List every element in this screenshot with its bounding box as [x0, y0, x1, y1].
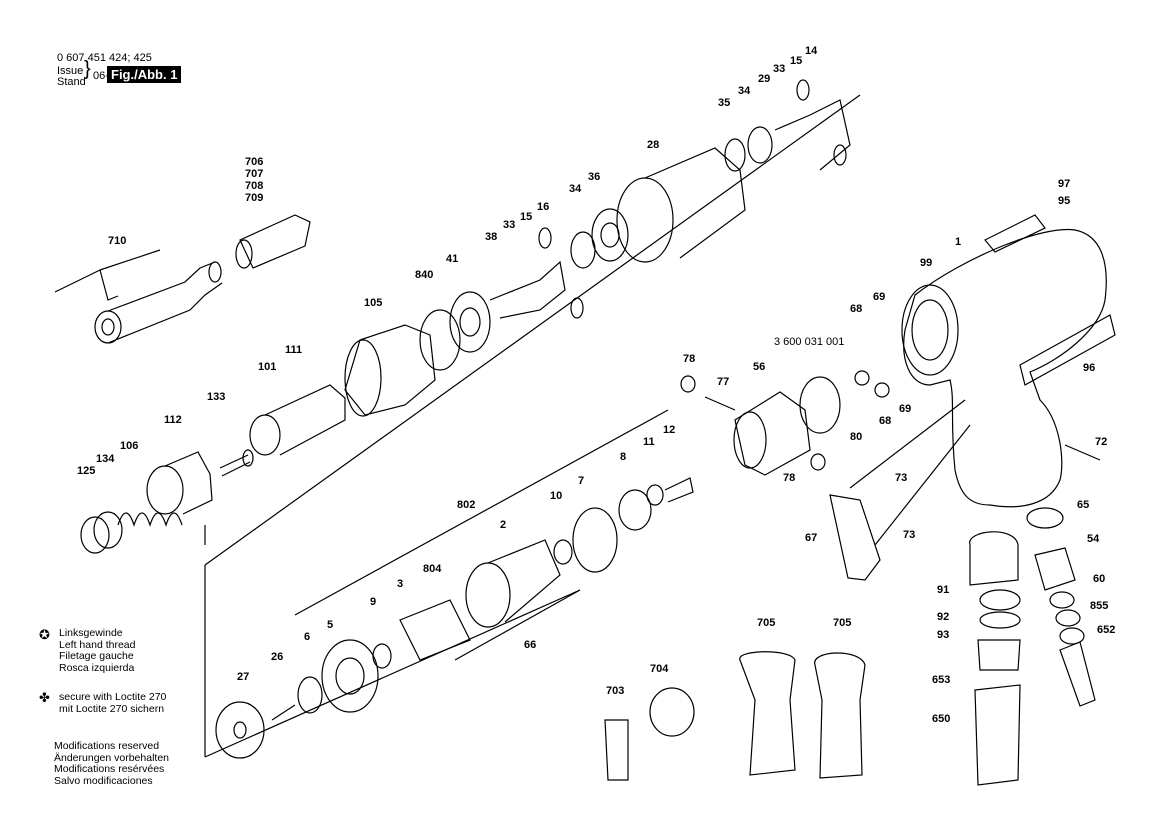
callout: 33 — [773, 63, 785, 75]
callout: 92 — [937, 611, 949, 623]
legend-line: Änderungen vorbehalten — [54, 751, 170, 764]
callout: 34 — [569, 183, 582, 195]
callout: 15 — [790, 55, 802, 67]
callout: 105 — [364, 297, 382, 309]
callout: 802 — [457, 499, 475, 511]
callout: 68 — [850, 303, 862, 315]
callout-labels: 14 15 33 29 34 35 28 16 15 33 38 34 36 7… — [77, 45, 1115, 725]
callout: 133 — [207, 391, 225, 403]
callout: 6 — [304, 631, 310, 643]
callout: 10 — [550, 490, 562, 502]
legend-line: Modifications resérvées — [54, 763, 165, 775]
callout: 69 — [873, 291, 885, 303]
callout: 54 — [1087, 533, 1100, 545]
callout: 111 — [285, 344, 302, 356]
callout: 73 — [903, 529, 915, 541]
callout: 710 — [108, 235, 126, 247]
callout: 28 — [647, 139, 659, 151]
legend-modifications: Modifications reserved Änderungen vorbeh… — [54, 740, 170, 787]
legend-line: Rosca izquierda — [59, 661, 135, 674]
callout: 706 — [245, 156, 263, 168]
legend-line: Left hand thread — [59, 638, 136, 651]
callout: 653 — [932, 674, 950, 686]
legend-loctite: secure with Loctite 270 mit Loctite 270 … — [59, 691, 167, 715]
callout: 16 — [537, 201, 549, 213]
callout: 80 — [850, 431, 862, 443]
callout: 27 — [237, 671, 249, 683]
callout: 134 — [96, 453, 115, 465]
callout: 5 — [327, 619, 333, 631]
legend-left-thread: Linksgewinde Left hand thread Filetage g… — [59, 627, 136, 674]
callout: 78 — [683, 353, 695, 365]
left-thread-symbol-icon: ✪ — [39, 627, 50, 642]
callout: 804 — [423, 563, 442, 575]
callout: 650 — [932, 713, 950, 725]
callout: 56 — [753, 361, 765, 373]
callout: 15 — [520, 211, 532, 223]
issue-label: Issue — [57, 65, 84, 77]
callout: 705 — [757, 617, 775, 629]
callout: 112 — [164, 414, 182, 426]
legend-line: secure with Loctite 270 — [59, 691, 167, 703]
legend-line: Modifications reserved — [54, 740, 160, 752]
callout: 125 — [77, 465, 95, 477]
callout: 2 — [500, 519, 506, 531]
callout: 35 — [718, 97, 730, 109]
callout: 106 — [120, 440, 138, 452]
callout: 3 — [397, 578, 403, 590]
callout: 7 — [578, 475, 584, 487]
callout: 707 — [245, 168, 263, 180]
loctite-symbol-icon: ✤ — [39, 690, 50, 705]
callout: 1 — [955, 236, 961, 248]
callout: 709 — [245, 192, 263, 204]
callout: 91 — [937, 584, 949, 596]
callout: 29 — [758, 73, 770, 85]
callout: 34 — [738, 85, 751, 97]
callout: 68 — [879, 415, 891, 427]
part-numbers: 0 607 451 424; 425 — [57, 52, 152, 64]
callout: 708 — [245, 180, 263, 192]
callout: 705 — [833, 617, 851, 629]
legend-line: Linksgewinde — [59, 627, 123, 639]
callout: 95 — [1058, 195, 1070, 207]
callout: 33 — [503, 219, 515, 231]
callout: 855 — [1090, 600, 1108, 612]
callout: 101 — [258, 361, 276, 373]
callout: 11 — [643, 436, 655, 448]
callout: 36 — [588, 171, 600, 183]
callout: 97 — [1058, 178, 1070, 190]
callout: 60 — [1093, 573, 1105, 585]
callout: 703 — [606, 685, 624, 697]
callout: 77 — [717, 376, 729, 388]
callout: 93 — [937, 629, 949, 641]
callout: 66 — [524, 639, 536, 651]
callout: 652 — [1097, 624, 1115, 636]
callout: 12 — [663, 424, 675, 436]
callout: 3 600 031 001 — [774, 336, 844, 348]
callout: 65 — [1077, 499, 1089, 511]
callout: 69 — [899, 403, 911, 415]
callout: 8 — [620, 451, 626, 463]
brace: } — [84, 58, 91, 80]
callout: 840 — [415, 269, 433, 281]
legend-line: Filetage gauche — [59, 650, 134, 662]
callout: 41 — [446, 253, 458, 265]
legend-line: Salvo modificaciones — [54, 774, 153, 787]
legend-line: mit Loctite 270 sichern — [59, 702, 165, 715]
callout: 73 — [895, 472, 907, 484]
callout: 96 — [1083, 362, 1095, 374]
stand-label: Stand — [57, 76, 86, 88]
callout: 9 — [370, 596, 376, 608]
callout: 99 — [920, 257, 932, 269]
figure-label: Fig./Abb. 1 — [107, 66, 182, 83]
callout: 38 — [485, 231, 497, 243]
callout: 26 — [271, 651, 283, 663]
callout: 72 — [1095, 436, 1107, 448]
callout: 67 — [805, 532, 817, 544]
callout: 704 — [650, 663, 669, 675]
callout: 14 — [805, 45, 818, 57]
callout: 78 — [783, 472, 795, 484]
